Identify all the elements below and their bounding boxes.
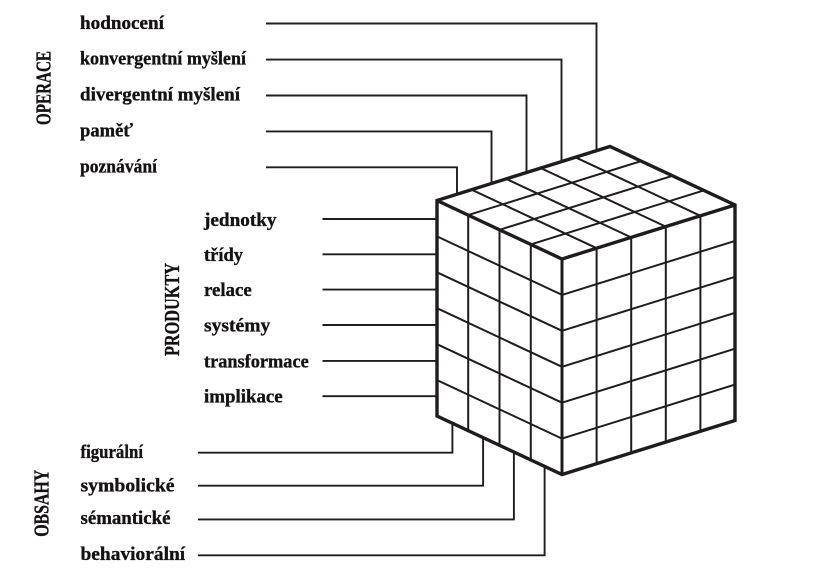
svg-text:systémy: systémy bbox=[204, 316, 271, 337]
svg-text:implikace: implikace bbox=[204, 387, 283, 408]
svg-text:behaviorální: behaviorální bbox=[81, 544, 186, 565]
svg-text:hodnocení: hodnocení bbox=[80, 13, 165, 34]
svg-text:konvergentní myšlení: konvergentní myšlení bbox=[80, 49, 247, 70]
svg-text:symbolické: symbolické bbox=[81, 475, 175, 496]
svg-text:divergentní myšlení: divergentní myšlení bbox=[80, 85, 241, 106]
svg-text:OBSAHY: OBSAHY bbox=[29, 470, 53, 537]
svg-text:relace: relace bbox=[204, 280, 252, 301]
svg-text:jednotky: jednotky bbox=[203, 210, 277, 231]
svg-text:figurální: figurální bbox=[81, 442, 144, 463]
svg-text:poznávání: poznávání bbox=[80, 156, 158, 177]
svg-text:třídy: třídy bbox=[204, 245, 243, 266]
svg-text:PRODUKTY: PRODUKTY bbox=[160, 263, 184, 356]
svg-text:sémantické: sémantické bbox=[81, 508, 171, 529]
svg-text:OPERACE: OPERACE bbox=[32, 51, 56, 125]
svg-text:transformace: transformace bbox=[204, 351, 309, 372]
svg-text:paměť: paměť bbox=[80, 121, 133, 142]
